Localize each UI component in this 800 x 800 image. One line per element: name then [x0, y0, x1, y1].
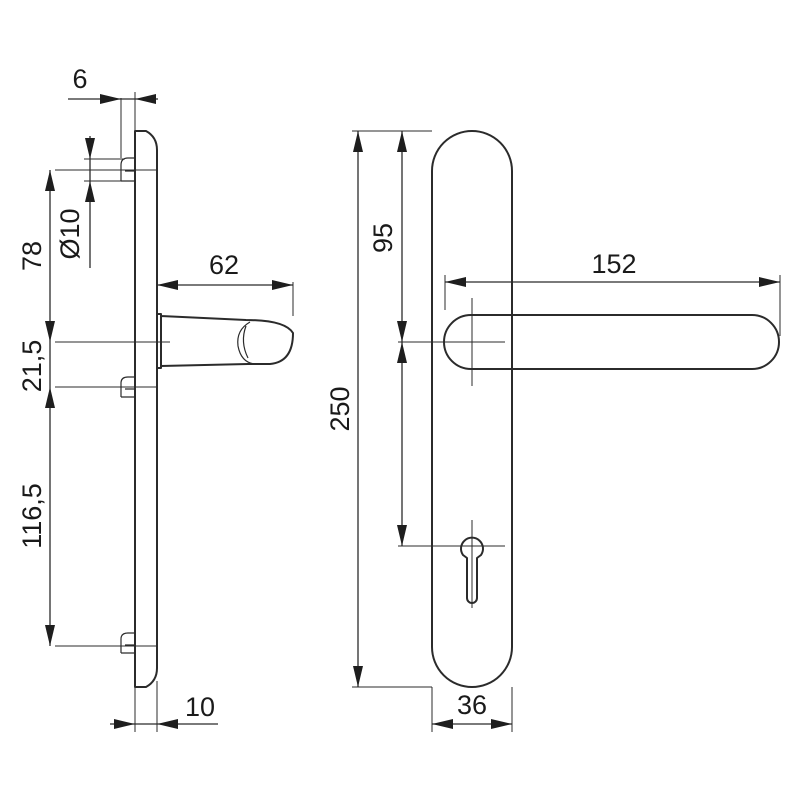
- side-dimensions: 6 Ø10 78 21,5 116,5 10 62: [17, 64, 294, 732]
- dim-handle-to-screw: 21,5: [17, 340, 47, 393]
- front-dimensions: 250 95 152 36: [325, 130, 781, 732]
- middle-screw-boss: [120, 376, 135, 398]
- dim-plate-width: 36: [457, 690, 487, 720]
- dim-handle-length: 152: [591, 249, 636, 279]
- dim-screw-hole-diameter: Ø10: [55, 208, 85, 259]
- front-plate-outline: [431, 130, 513, 688]
- dim-handle-projection: 62: [209, 250, 239, 280]
- bottom-screw-boss: [120, 632, 135, 654]
- dim-screw-offset: 6: [72, 64, 87, 94]
- dim-overall-height: 250: [325, 386, 355, 431]
- cylinder-cutout: [460, 536, 484, 604]
- side-plate-outline: [134, 130, 158, 688]
- dim-screw-to-screw: 116,5: [17, 483, 47, 549]
- side-handle-tip: [237, 321, 255, 365]
- front-view: [398, 130, 780, 688]
- side-handle-profile: [156, 313, 294, 369]
- side-view: [55, 130, 294, 688]
- dim-plate-thickness: 10: [185, 692, 215, 722]
- dim-top-to-handle: 78: [17, 241, 47, 271]
- front-lever-handle: [443, 314, 780, 370]
- dim-handle-to-cylinder: 95: [368, 223, 398, 253]
